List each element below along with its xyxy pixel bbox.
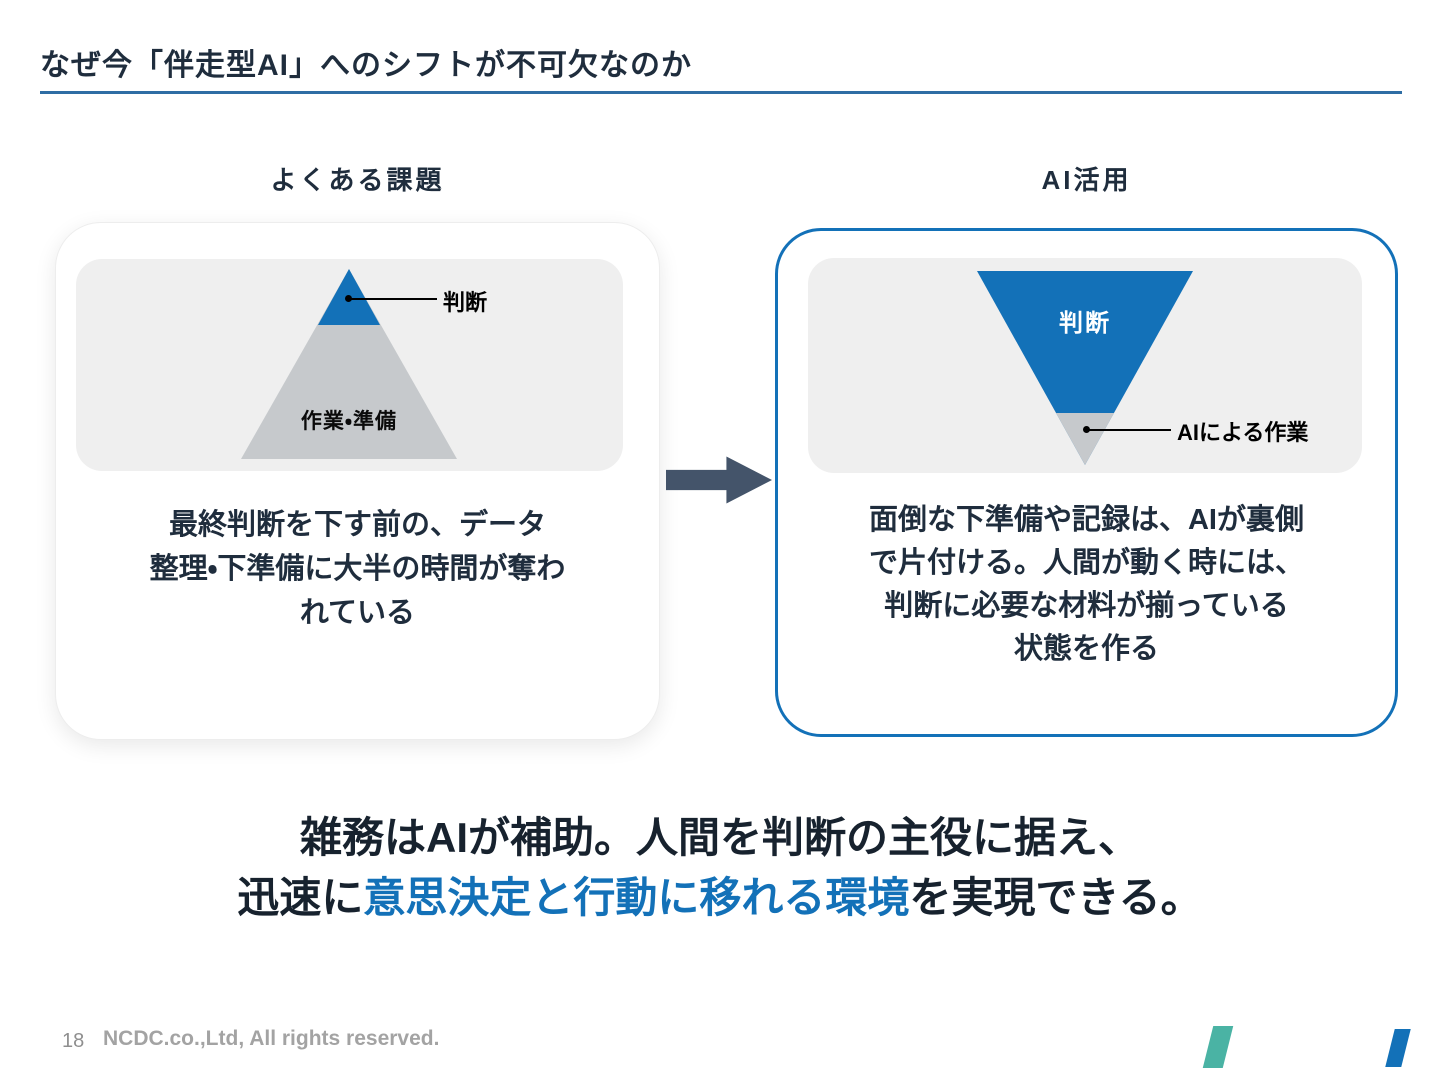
inverted-pyramid-diagram: 判断 AIによる作業 <box>977 271 1308 465</box>
judgment-callout-dot <box>345 295 352 302</box>
summary-text: 雑務はAIが補助。人間を判断の主役に据え、 迅速に意思決定と行動に移れる環境を実… <box>0 808 1440 928</box>
ai-work-callout-label: AIによる作業 <box>1177 420 1309 445</box>
description-line: れている <box>299 597 416 629</box>
description-line: 判断に必要な材料が揃っている <box>884 590 1289 622</box>
title-underline <box>40 91 1402 94</box>
transition-arrow-icon <box>666 456 772 504</box>
page-number: 18 <box>62 1030 85 1052</box>
description-line: 状態を作る <box>1013 633 1159 665</box>
logo-blue-mark-icon <box>1385 1029 1411 1067</box>
page-title: なぜ今「伴走型AI」へのシフトが不可欠なのか <box>40 49 692 82</box>
inverted-pyramid-gray-tip <box>1056 413 1114 465</box>
ai-work-callout-dot <box>1083 426 1090 433</box>
description-line: 面倒な下準備や記録は、AIが裏側 <box>868 504 1304 536</box>
logo-teal-mark-icon <box>1202 1026 1234 1068</box>
right-description: 面倒な下準備や記録は、AIが裏側 で片付ける。人間が動く時には、 判断に必要な材… <box>802 499 1371 671</box>
pyramid-body-label: 作業・準備 <box>300 410 398 433</box>
summary-highlight: 意思決定と行動に移れる環境 <box>363 874 910 921</box>
judgment-callout-line <box>351 298 437 300</box>
summary-line-2: 迅速に意思決定と行動に移れる環境を実現できる。 <box>0 868 1440 928</box>
pyramid-diagram: 作業・準備 判断 <box>241 269 487 459</box>
right-diagram-panel: 判断 AIによる作業 <box>808 258 1362 473</box>
right-column-header: AI活用 <box>1041 165 1132 195</box>
left-card: 作業・準備 判断 最終判断を下す前の、データ 整理・下準備に大半の時間が奪わ れ… <box>55 222 660 740</box>
left-column-header: よくある課題 <box>270 165 445 195</box>
description-line: 最終判断を下す前の、データ <box>168 509 546 541</box>
ai-work-callout-line <box>1089 429 1171 431</box>
right-card: 判断 AIによる作業 面倒な下準備や記録は、AIが裏側 で片付ける。人間が動く時… <box>775 228 1398 737</box>
inverted-pyramid-label: 判断 <box>1059 310 1111 337</box>
summary-line-1: 雑務はAIが補助。人間を判断の主役に据え、 <box>299 814 1140 861</box>
left-description: 最終判断を下す前の、データ 整理・下準備に大半の時間が奪わ れている <box>80 503 635 635</box>
judgment-callout-label: 判断 <box>443 290 488 315</box>
left-diagram-panel: 作業・準備 判断 <box>76 259 623 471</box>
summary-line-2-suffix: を実現できる。 <box>909 874 1203 921</box>
description-line: で片付ける。人間が動く時には、 <box>868 547 1304 579</box>
summary-line-2-prefix: 迅速に <box>237 874 364 921</box>
copyright-text: NCDC.co.,Ltd, All rights reserved. <box>103 1027 440 1050</box>
description-line: 整理・下準備に大半の時間が奪わ <box>149 553 566 585</box>
